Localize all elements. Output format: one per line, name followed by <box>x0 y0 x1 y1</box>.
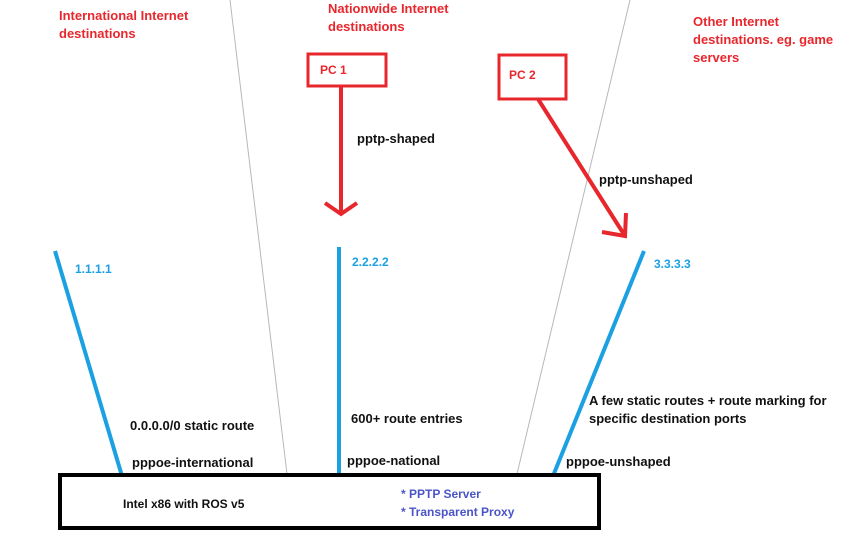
pc2-box <box>497 53 568 101</box>
dest-international-line2: destinations <box>59 26 136 41</box>
dest-other: Other Internet destinations. eg. game se… <box>693 13 833 67</box>
dest-other-line1: Other Internet <box>693 14 779 29</box>
arrow-pc1-head <box>323 201 359 217</box>
route-national: 600+ route entries <box>351 411 463 426</box>
dest-international-line1: International Internet <box>59 8 189 23</box>
router-services: * PPTP Server * Transparent Proxy <box>401 485 514 521</box>
router-name: Intel x86 with ROS v5 <box>123 497 245 511</box>
dest-other-line3: servers <box>693 50 740 65</box>
divider-right <box>516 0 631 475</box>
ip-2: 2.2.2.2 <box>352 255 389 269</box>
iface-international: pppoe-international <box>132 455 254 470</box>
dest-international: International Internet destinations <box>59 7 188 43</box>
pc1-label: PC 1 <box>320 63 347 77</box>
arrow-pc2-shaft <box>536 97 627 238</box>
route-unshaped: A few static routes + route marking for … <box>589 392 827 428</box>
pptp-unshaped-label: pptp-unshaped <box>599 172 693 187</box>
arrow-pc2-head <box>601 212 628 239</box>
uplink-unshaped <box>551 250 646 477</box>
iface-unshaped: pppoe-unshaped <box>566 454 671 469</box>
divider-left <box>229 0 288 475</box>
ip-1: 1.1.1.1 <box>75 262 112 276</box>
router-box <box>58 473 601 530</box>
route-unshaped-line1: A few static routes + route marking for <box>589 393 827 408</box>
uplink-international <box>53 250 124 477</box>
route-unshaped-line2: specific destination ports <box>589 411 747 426</box>
pc1-box <box>306 52 388 88</box>
service-proxy: * Transparent Proxy <box>401 505 515 519</box>
route-international: 0.0.0.0/0 static route <box>130 418 255 433</box>
ip-3: 3.3.3.3 <box>654 257 691 271</box>
pc2-label: PC 2 <box>509 68 536 82</box>
service-pptp: * PPTP Server <box>401 487 481 501</box>
dest-nationwide-line1: Nationwide Internet <box>328 1 449 16</box>
dest-nationwide-line2: destinations <box>328 19 405 34</box>
iface-national: pppoe-national <box>347 453 441 468</box>
pptp-shaped-label: pptp-shaped <box>357 131 435 146</box>
dest-nationwide: Nationwide Internet destinations <box>328 0 449 36</box>
dest-other-line2: destinations. eg. game <box>693 32 834 47</box>
